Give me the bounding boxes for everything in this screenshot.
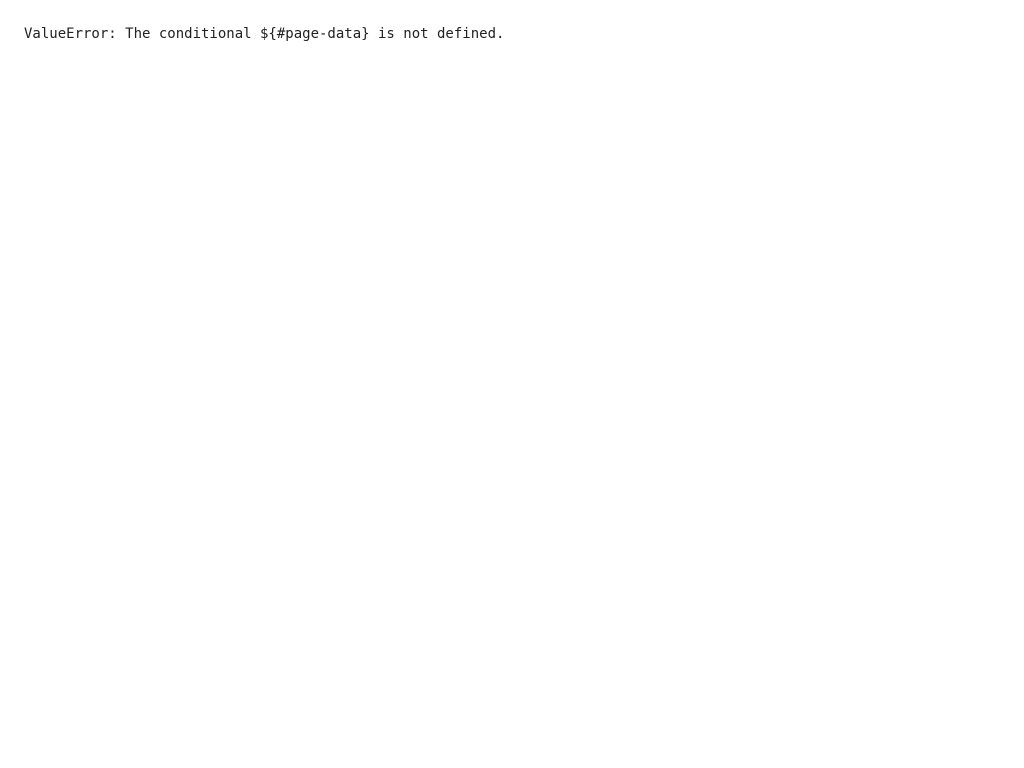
error-message: ValueError: The conditional ${#page-data…: [24, 26, 505, 42]
